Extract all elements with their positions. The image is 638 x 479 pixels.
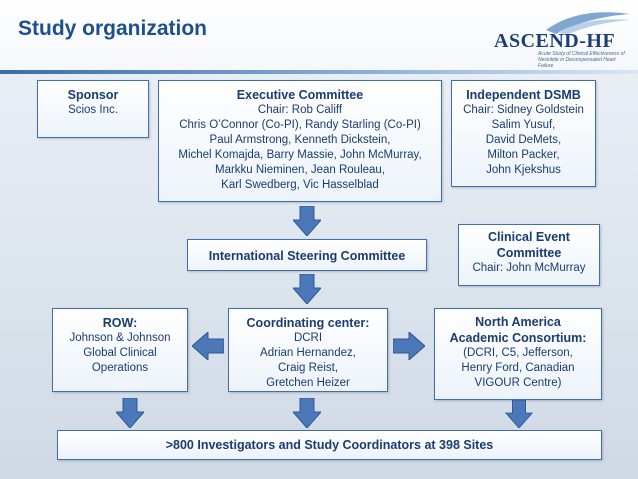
arrow-down-icon — [293, 274, 321, 304]
arrow-down-icon — [505, 400, 533, 428]
steering-committee-box: International Steering Committee — [187, 239, 427, 271]
executive-member-line: Karl Swedberg, Vic Hasselblad — [221, 179, 379, 191]
row-box: ROW: Johnson & Johnson Global Clinical O… — [52, 308, 188, 392]
arrow-down-icon — [293, 398, 321, 428]
executive-member-line: Markku Nieminen, Jean Rouleau, — [214, 164, 386, 176]
ascend-hf-logo: ASCEND-HF Acute Study of Clinical Effect… — [486, 8, 632, 69]
arrow-right-icon — [393, 332, 425, 360]
north-america-line: VIGOUR Centre) — [474, 377, 562, 389]
dsmb-chair: Chair: Sidney Goldstein — [463, 104, 584, 116]
row-title: ROW: — [102, 316, 138, 330]
executive-committee-box: Executive Committee Chair: Rob Califf Ch… — [158, 80, 442, 202]
coordinating-center-line: Craig Reist, — [277, 362, 339, 374]
row-line: Johnson & Johnson — [69, 332, 171, 344]
logo-subtitle: Acute Study of Clinical Effectiveness of… — [538, 51, 625, 69]
executive-member-line: Paul Armstrong, Kenneth Dickstein, — [209, 134, 391, 146]
arrow-down-icon — [293, 206, 321, 236]
sponsor-title: Sponsor — [67, 88, 119, 102]
executive-member-line: Chris O’Connor (Co-PI), Randy Starling (… — [179, 119, 421, 131]
row-line: Operations — [91, 362, 149, 374]
logo-swoosh-icon — [546, 12, 630, 35]
north-america-line: (DCRI, C5, Jefferson, — [463, 347, 573, 359]
slide-title: Study organization — [18, 17, 207, 40]
dsmb-box: Independent DSMB Chair: Sidney Goldstein… — [451, 80, 596, 187]
clinical-event-committee-box: Clinical Event Committee Chair: John McM… — [458, 224, 600, 286]
cec-chair: Chair: John McMurray — [472, 262, 586, 274]
coordinating-center-title: Coordinating center: — [246, 316, 370, 330]
arrow-left-icon — [192, 332, 224, 360]
executive-chair: Chair: Rob Califf — [257, 104, 343, 116]
executive-member-line: Michel Komajda, Barry Massie, John McMur… — [178, 149, 422, 161]
steering-committee-title: International Steering Committee — [208, 249, 406, 263]
north-america-title-line: Academic Consortium: — [449, 331, 587, 345]
sponsor-box: Sponsor Scios Inc. — [37, 80, 149, 138]
logo-wordmark: ASCEND-HF — [494, 30, 616, 52]
sponsor-name: Scios Inc. — [68, 104, 118, 116]
cec-title-line: Clinical Event — [488, 230, 570, 244]
cec-title-line: Committee — [496, 246, 562, 260]
coordinating-center-box: Coordinating center: DCRI Adrian Hernand… — [228, 308, 388, 392]
dsmb-member: John Kjekshus — [486, 164, 561, 176]
coordinating-center-line: Adrian Hernandez, — [260, 347, 356, 359]
row-line: Global Clinical — [83, 347, 157, 359]
dsmb-member: David DeMets, — [485, 134, 562, 146]
arrow-down-icon — [116, 398, 144, 428]
coordinating-center-line: DCRI — [293, 332, 323, 344]
dsmb-member: Salim Yusuf, — [491, 119, 556, 131]
executive-committee-title: Executive Committee — [236, 88, 364, 102]
coordinating-center-line: Gretchen Heizer — [266, 377, 350, 389]
investigators-title: >800 Investigators and Study Coordinator… — [165, 438, 494, 452]
dsmb-member: Milton Packer, — [487, 149, 560, 161]
north-america-line: Henry Ford, Canadian — [461, 362, 575, 374]
north-america-title-line: North America — [475, 315, 561, 329]
dsmb-title: Independent DSMB — [466, 88, 581, 102]
header-divider — [0, 70, 638, 74]
investigators-box: >800 Investigators and Study Coordinator… — [57, 430, 602, 460]
slide-header — [0, 0, 638, 72]
north-america-consortium-box: North America Academic Consortium: (DCRI… — [434, 308, 602, 400]
